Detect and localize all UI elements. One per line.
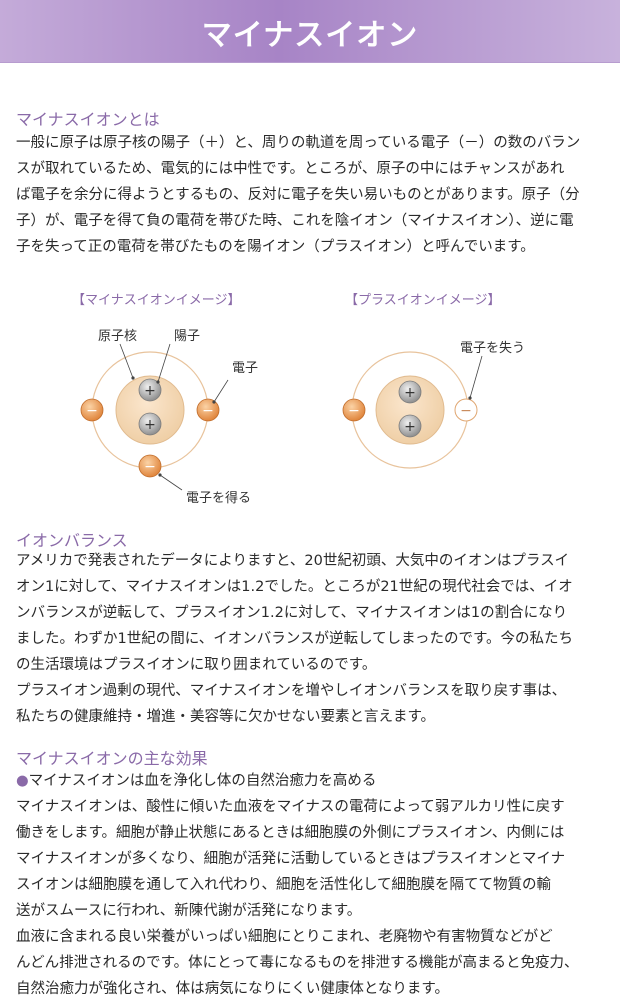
lost-electron bbox=[454, 398, 478, 422]
leader-line bbox=[157, 343, 171, 383]
plus-ion-atom: + + − − 電子を失う bbox=[342, 341, 525, 469]
paragraph-line: マイナスイオンは、酸性に傾いた血液をマイナスの電荷によって弱アルカリ性に戻す bbox=[16, 799, 565, 815]
paragraph-line: 自然治癒力が強化され、体は病気になりにくい健康体となります。 bbox=[16, 981, 449, 997]
paragraph-line: の生活環境はプラスイオンに取り囲まれているのです。 bbox=[16, 657, 377, 673]
electron-sign: − bbox=[144, 459, 156, 475]
bullet-icon: ● bbox=[16, 773, 29, 789]
paragraph-line: 私たちの健康維持・増進・美容等に欠かせない要素と言えます。 bbox=[16, 709, 436, 725]
electron-sign: − bbox=[348, 403, 360, 419]
label-lose-electron: 電子を失う bbox=[460, 341, 525, 356]
section-paragraph-effects: マイナスイオンは、酸性に傾いた血液をマイナスの電荷によって弱アルカリ性に戻す 働… bbox=[16, 794, 606, 1002]
section-heading-ion-balance: イオンバランス bbox=[16, 531, 128, 550]
gained-electron bbox=[138, 454, 162, 478]
paragraph-line: マイナスイオンが多くなり、細胞が活発に活動しているときはプラスイオンとマイナ bbox=[16, 851, 566, 867]
paragraph-line: 働きをします。細胞が静止状態にあるときは細胞膜の外側にプラスイオン、内側には bbox=[16, 825, 565, 841]
paragraph-line: アメリカで発表されたデータによりますと、20世紀初頭、大気中のイオンはプラスイ bbox=[16, 553, 570, 569]
electron-sign: − bbox=[202, 403, 214, 419]
label-electron: 電子 bbox=[232, 361, 258, 376]
electron bbox=[196, 398, 220, 422]
paragraph-line: スイオンは細胞膜を通して入れ代わり、細胞を活性化して細胞膜を隔てて物質の輸 bbox=[16, 877, 552, 893]
paragraph-line: 子を失って正の電荷を帯びたものを陽イオン（プラスイオン）と呼んでいます。 bbox=[16, 239, 535, 255]
proton bbox=[138, 378, 162, 402]
paragraph-line: 子）が、電子を得て負の電荷を帯びた時、これを陰イオン（マイナスイオン）、逆に電 bbox=[16, 213, 574, 229]
proton-sign: + bbox=[144, 383, 156, 399]
label-gain-electron: 電子を得る bbox=[186, 490, 251, 506]
proton bbox=[398, 414, 422, 438]
section-paragraph-ion-balance: アメリカで発表されたデータによりますと、20世紀初頭、大気中のイオンはプラスイ … bbox=[16, 548, 606, 730]
page-title: マイナスイオン bbox=[201, 18, 419, 53]
paragraph-line: スが取れているため、電気的には中性です。ところが、原子の中にはチャンスがあれ bbox=[16, 161, 565, 177]
paragraph-line: 血液に含まれる良い栄養がいっぱい細胞にとりこまれ、老廃物や有害物質などがど bbox=[16, 929, 553, 945]
leader-line bbox=[469, 355, 483, 399]
proton-sign: + bbox=[404, 385, 416, 401]
electron-sign: − bbox=[460, 403, 472, 419]
nucleus bbox=[115, 375, 185, 445]
diagram-title-plus: 【プラスイオンイメージ】 bbox=[345, 293, 500, 308]
title-banner: マイナスイオン bbox=[0, 0, 620, 63]
label-nucleus: 原子核 bbox=[98, 329, 137, 344]
paragraph-line: ました。わずか1世紀の間に、イオンバランスが逆転してしまったのです。今の私たち bbox=[16, 631, 574, 647]
nucleus bbox=[375, 375, 445, 445]
paragraph-line: 送がスムースに行われ、新陳代謝が活発になります。 bbox=[16, 903, 362, 919]
electron bbox=[342, 398, 366, 422]
proton-sign: + bbox=[404, 419, 416, 435]
paragraph-line: んどん排泄されるのです。体にとって毒になるものを排泄する機能が高まると免疫力、 bbox=[16, 955, 579, 971]
paragraph-line: ば電子を余分に得ようとするもの、反対に電子を失い易いものとがあります。原子（分 bbox=[16, 187, 580, 203]
section-heading-effects: マイナスイオンの主な効果 bbox=[16, 749, 208, 768]
diagram-title-minus: 【マイナスイオンイメージ】 bbox=[72, 293, 240, 308]
proton-sign: + bbox=[144, 417, 156, 433]
section-heading-about: マイナスイオンとは bbox=[16, 110, 160, 129]
proton bbox=[138, 412, 162, 436]
leader-line bbox=[159, 474, 183, 491]
electron-sign: − bbox=[86, 403, 98, 419]
leader-line bbox=[213, 379, 229, 403]
leader-line bbox=[119, 343, 134, 379]
paragraph-line: ンバランスが逆転して、プラスイオン1.2に対して、マイナスイオンは1の割合になり bbox=[16, 605, 568, 621]
electron bbox=[80, 398, 104, 422]
effect-bullet-text: マイナスイオンは血を浄化し体の自然治癒力を高める bbox=[28, 773, 377, 789]
paragraph-line: プラスイオン過剰の現代、マイナスイオンを増やしイオンバランスを取り戻す事は、 bbox=[16, 683, 567, 699]
effect-bullet: ●マイナスイオンは血を浄化し体の自然治癒力を高める bbox=[16, 768, 376, 794]
paragraph-line: 一般に原子は原子核の陽子（＋）と、周りの軌道を周っている電子（－）の数のバラン bbox=[16, 135, 581, 151]
section-paragraph-about: 一般に原子は原子核の陽子（＋）と、周りの軌道を周っている電子（－）の数のバラン … bbox=[16, 130, 606, 260]
minus-ion-atom: + + − − − 原子核 陽子 電子 電子を得る bbox=[80, 329, 258, 506]
label-proton: 陽子 bbox=[174, 329, 200, 344]
proton bbox=[398, 380, 422, 404]
paragraph-line: オン1に対して、マイナスイオンは1.2でした。ところが21世紀の現代社会では、イ… bbox=[16, 579, 573, 595]
ion-diagram: 【マイナスイオンイメージ】 【プラスイオンイメージ】 + + − − − 原子核… bbox=[72, 293, 525, 506]
